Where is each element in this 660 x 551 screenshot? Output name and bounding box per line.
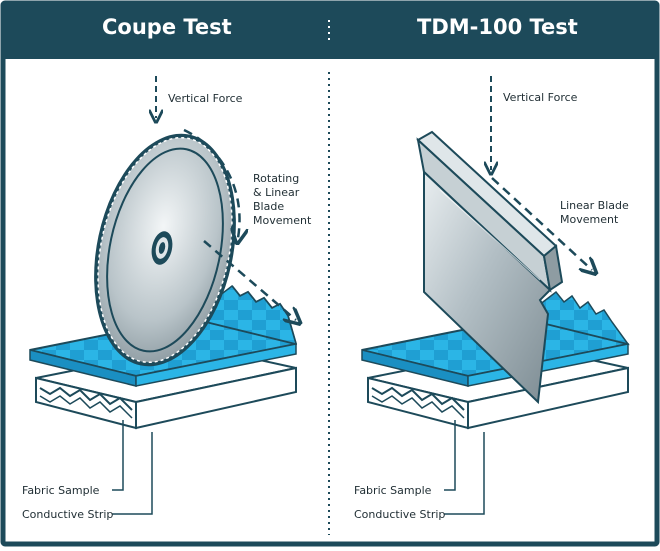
left-movement-label-3: Blade — [253, 200, 285, 213]
left-fabric-leader — [112, 420, 124, 491]
left-fabric-label: Fabric Sample — [22, 484, 100, 497]
left-movement-label-2: & Linear — [253, 186, 300, 199]
right-movement-label-1: Linear Blade — [560, 199, 629, 212]
right-dashed-arrow-icon — [491, 177, 592, 270]
left-strip-leader — [112, 432, 153, 515]
right-strip-label: Conductive Strip — [354, 508, 446, 521]
left-panel-title: Coupe Test — [102, 15, 232, 39]
right-strip-leader — [444, 432, 485, 515]
right-movement-label-2: Movement — [560, 213, 619, 226]
left-strip-label: Conductive Strip — [22, 508, 114, 521]
right-panel-title: TDM-100 Test — [417, 15, 578, 39]
left-movement-label-4: Movement — [253, 214, 312, 227]
right-fabric-leader — [444, 420, 456, 491]
straight-blade — [416, 130, 564, 405]
header-bar — [3, 3, 657, 59]
right-fabric-label: Fabric Sample — [354, 484, 432, 497]
right-force-label: Vertical Force — [503, 91, 578, 104]
circular-blade — [94, 133, 236, 367]
left-dashed-arrow-icon — [183, 128, 296, 320]
left-movement-label-1: Rotating — [253, 172, 300, 185]
left-force-label: Vertical Force — [168, 92, 243, 105]
